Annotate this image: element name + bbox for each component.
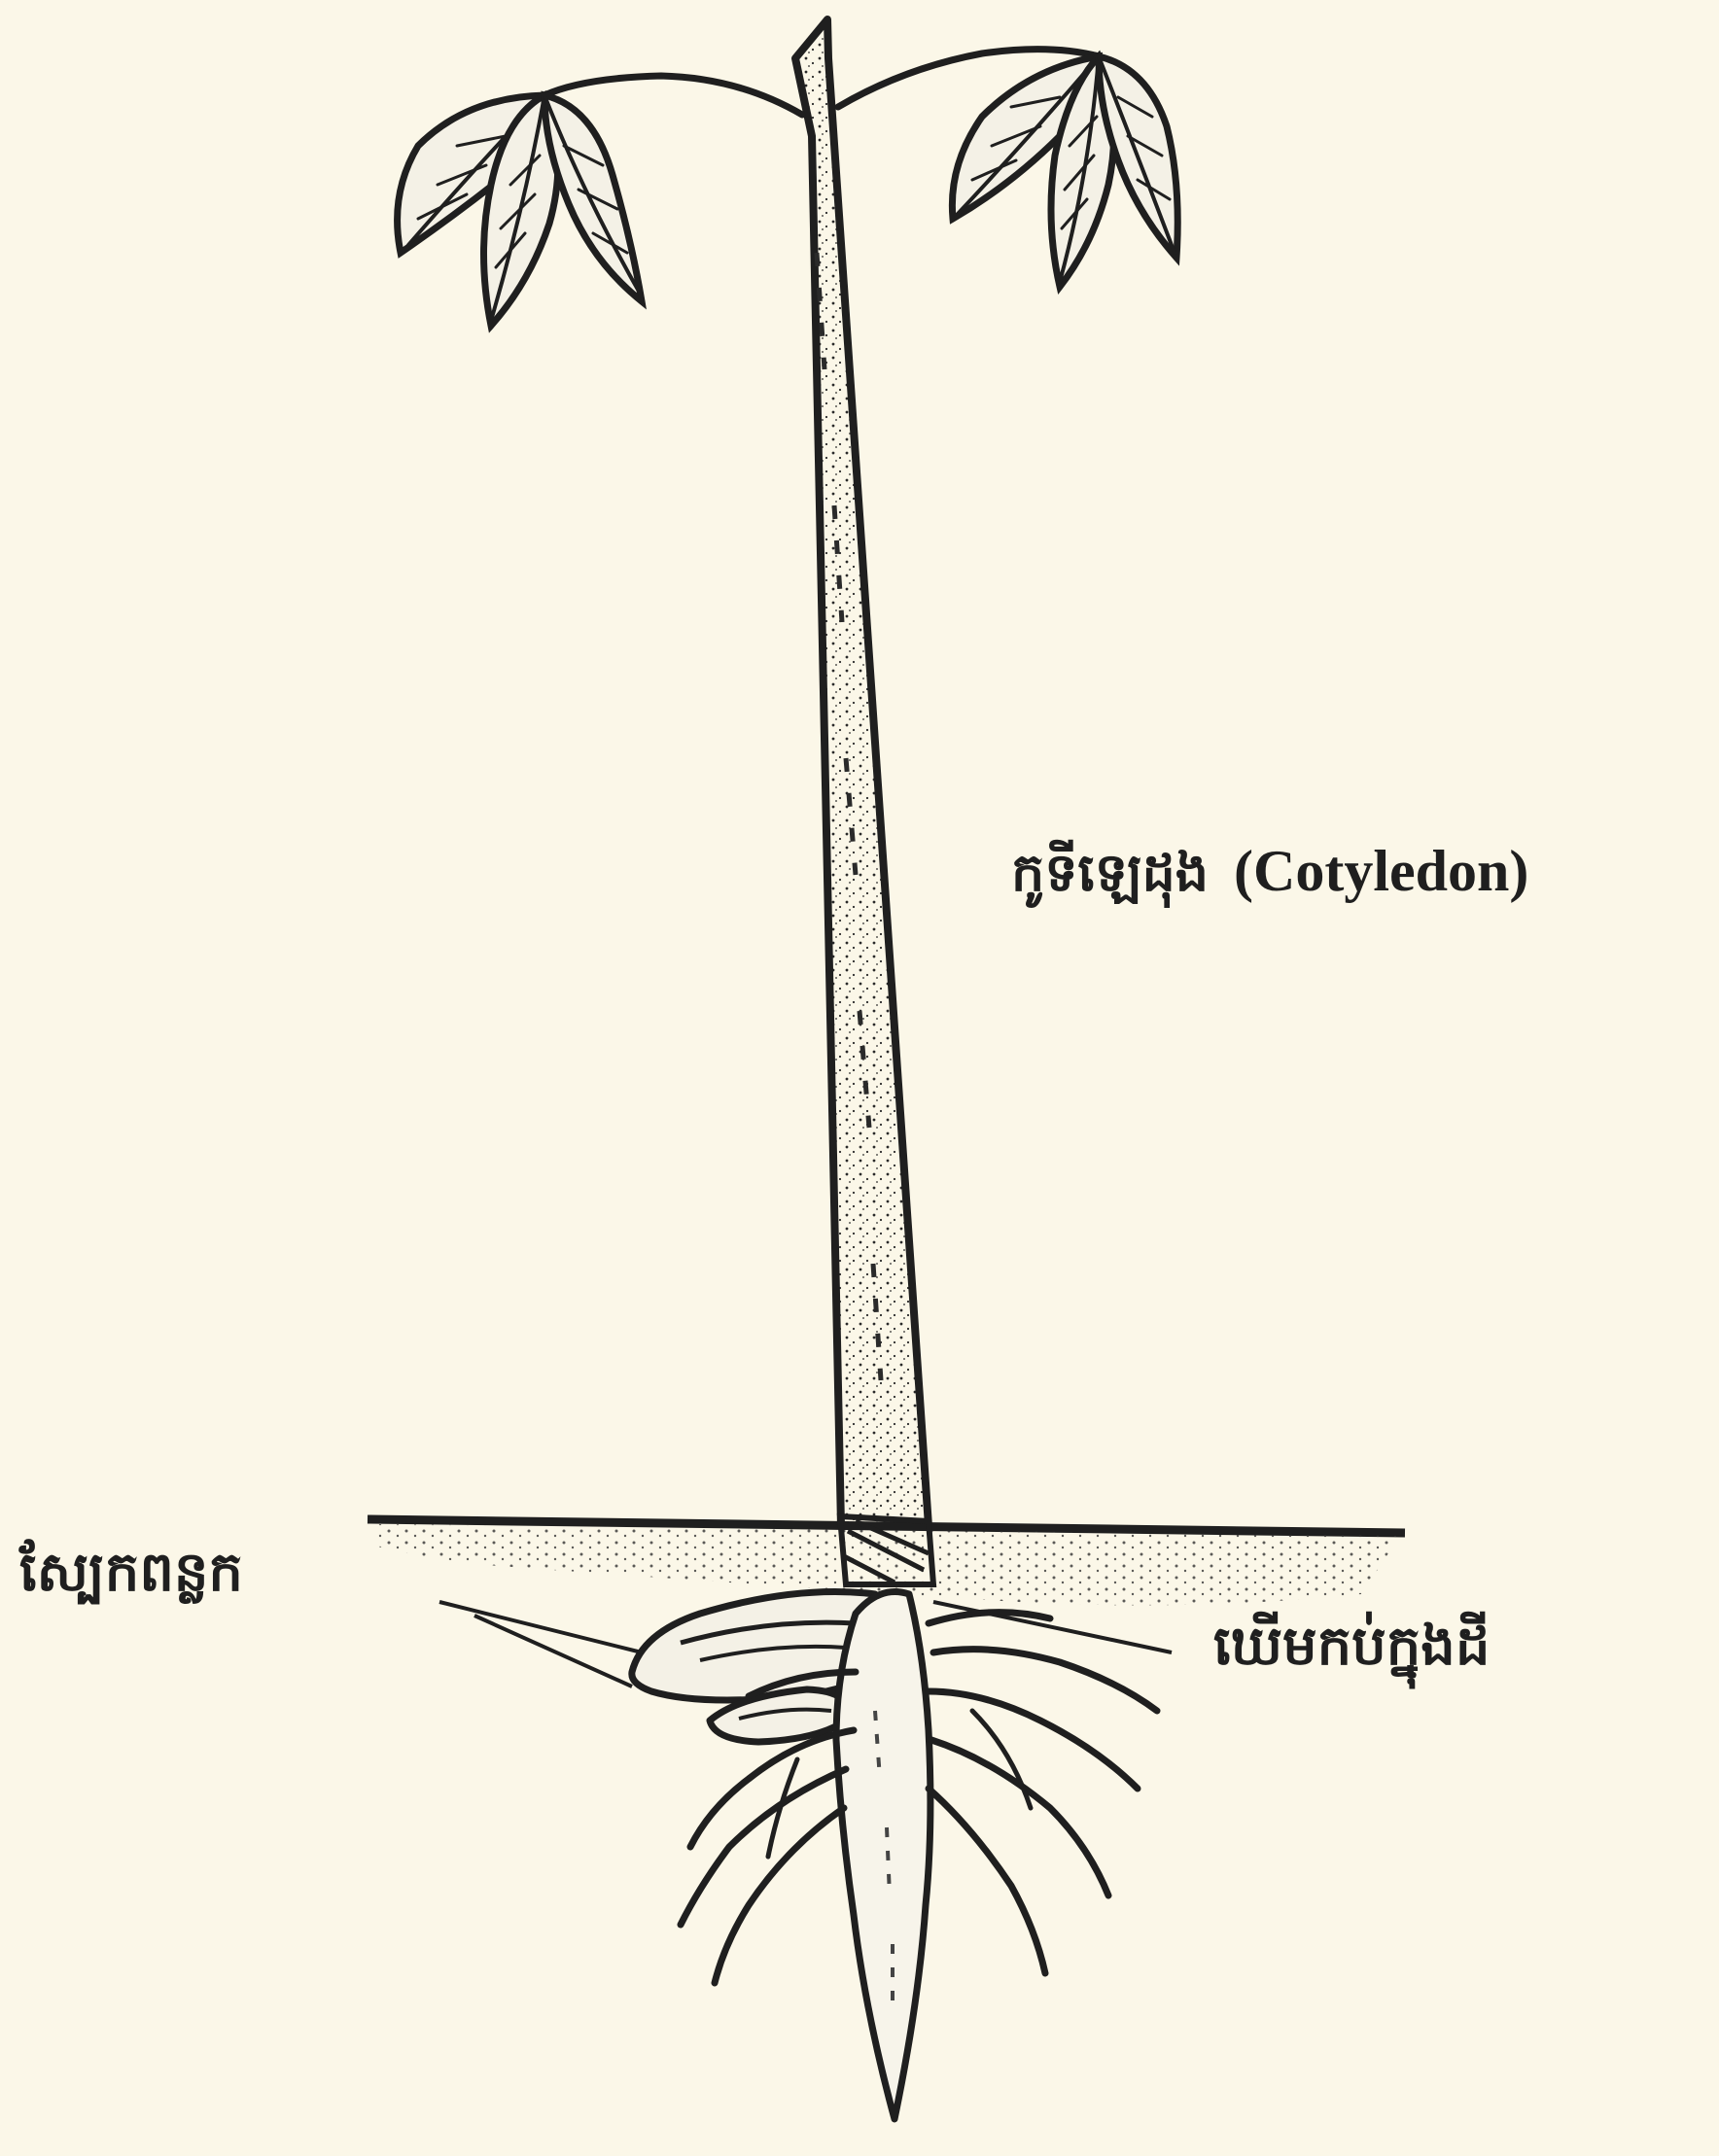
stem — [795, 19, 933, 1584]
left-leaf-cluster — [398, 76, 802, 326]
cotyledon-label: កូទីឡេដុង (Cotyledon) — [1011, 838, 1528, 917]
underground-stem-label: ឃើមកប់ក្នុងដី — [1213, 1612, 1490, 1691]
seed-coat-label: ស្បែកពន្លក — [19, 1538, 243, 1617]
cotyledon-label-khmer: កូទីឡេដុង — [1011, 842, 1209, 903]
right-leaf-cluster — [838, 50, 1177, 287]
stem-pointer — [933, 1602, 1172, 1652]
seed-coat-pointer-2 — [474, 1616, 632, 1687]
cotyledon-label-latin: (Cotyledon) — [1234, 839, 1528, 903]
